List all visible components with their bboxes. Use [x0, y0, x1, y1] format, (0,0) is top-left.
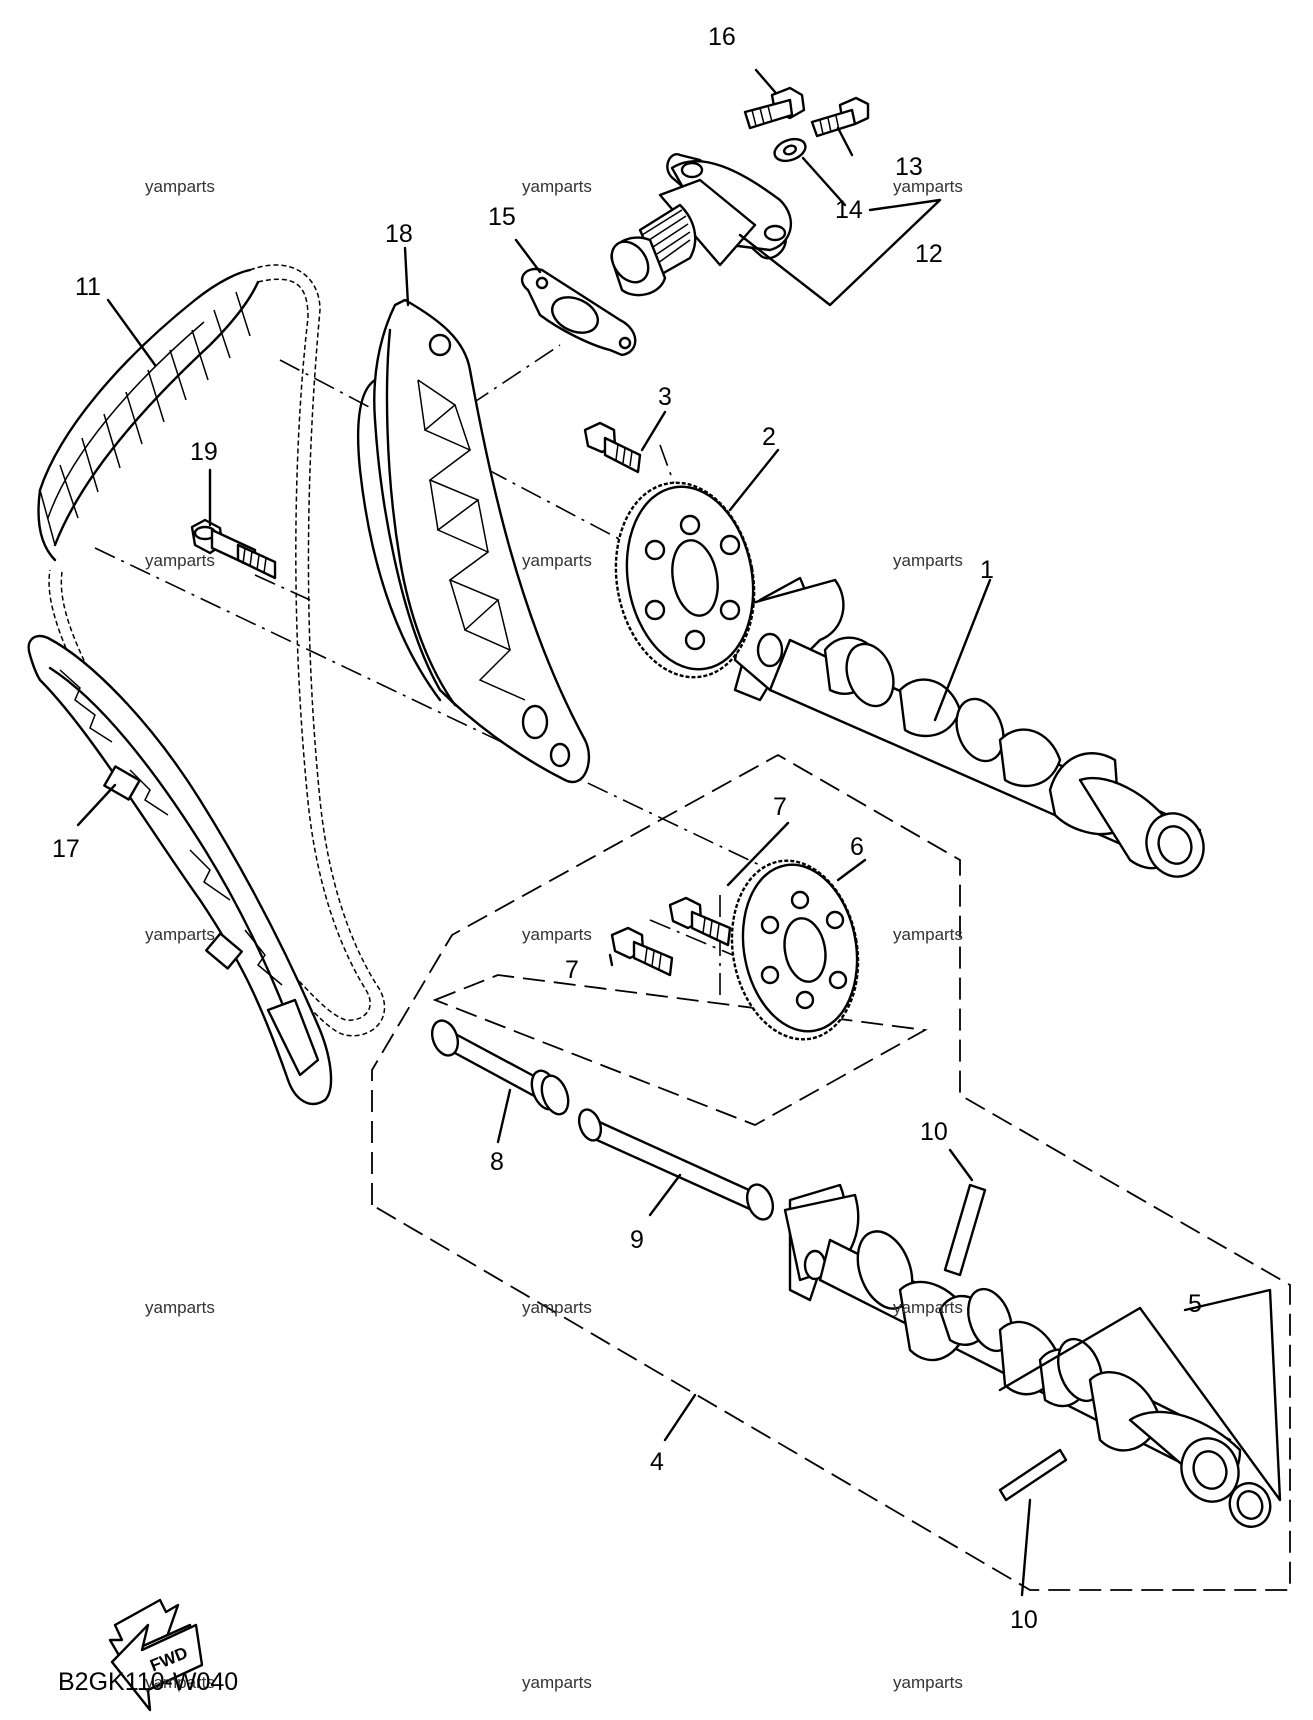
camshaft-1 — [733, 576, 1205, 878]
label-part-2: 2 — [762, 423, 776, 451]
watermark: yamparts — [145, 1298, 215, 1317]
pin-10-lower — [998, 1448, 1068, 1502]
watermark: yamparts — [522, 551, 592, 570]
watermark: yamparts — [893, 177, 963, 196]
watermark: yamparts — [145, 925, 215, 944]
label-part-7-lower: 7 — [565, 956, 579, 984]
diagram-code: B2GK110-W040 — [58, 1668, 238, 1696]
watermark: yamparts — [145, 177, 215, 196]
label-part-14: 14 — [835, 196, 863, 224]
label-part-19: 19 — [190, 438, 218, 466]
part-number-labels: 16 13 14 12 15 18 11 3 2 19 1 7 6 17 7 1… — [52, 23, 1202, 1634]
label-part-16: 16 — [708, 23, 736, 51]
label-part-1: 1 — [980, 556, 994, 584]
watermark: yamparts — [522, 1673, 592, 1692]
label-part-15: 15 — [488, 203, 516, 231]
assembly-4-boundary — [371, 753, 1291, 1591]
chain-guide-18 — [356, 298, 591, 784]
watermark: yamparts — [893, 925, 963, 944]
watermark: yamparts — [145, 1673, 215, 1692]
label-part-17: 17 — [52, 835, 80, 863]
pin-10-upper — [943, 1183, 987, 1277]
label-part-9: 9 — [630, 1226, 644, 1254]
camshaft-5 — [783, 1183, 1272, 1528]
leader-lines — [76, 68, 1282, 1597]
fwd-arrow-icon: FWD — [108, 1598, 204, 1712]
bolt-16 — [743, 86, 806, 130]
bolt-3 — [583, 421, 642, 474]
bolt-7-lower — [610, 926, 674, 977]
label-part-10-upper: 10 — [920, 1118, 948, 1146]
watermark: yamparts — [522, 1298, 592, 1317]
timing-chain — [37, 264, 386, 1037]
sprocket-2 — [614, 481, 756, 679]
bolt-13 — [810, 96, 870, 138]
label-part-10-lower: 10 — [1010, 1606, 1038, 1634]
chain-tensioner-12 — [610, 153, 792, 297]
shaft-9 — [577, 1108, 775, 1221]
watermark: yamparts — [893, 1673, 963, 1692]
label-part-12: 12 — [915, 240, 943, 268]
label-part-18: 18 — [385, 220, 413, 248]
shaft-8 — [430, 1019, 570, 1116]
gasket-15 — [521, 267, 637, 357]
watermark: yamparts — [522, 177, 592, 196]
label-part-7-upper: 7 — [773, 793, 787, 821]
label-part-11: 11 — [75, 273, 101, 301]
label-part-13: 13 — [895, 153, 923, 181]
watermark: yamparts — [893, 551, 963, 570]
watermark: yamparts — [522, 925, 592, 944]
label-part-6: 6 — [850, 833, 864, 861]
label-part-5: 5 — [1188, 1290, 1202, 1318]
sprocket-6 — [730, 859, 860, 1041]
washer-14 — [773, 137, 807, 163]
label-part-3: 3 — [658, 383, 672, 411]
watermarks: yamparts yamparts yamparts yamparts yamp… — [145, 177, 963, 1692]
bolt-7-upper — [668, 896, 732, 947]
watermark: yamparts — [145, 551, 215, 570]
bolt-19 — [190, 518, 277, 580]
chain-guide-17 — [27, 634, 333, 1106]
watermark: yamparts — [893, 1298, 963, 1317]
label-part-4: 4 — [650, 1448, 664, 1476]
label-part-8: 8 — [490, 1148, 504, 1176]
